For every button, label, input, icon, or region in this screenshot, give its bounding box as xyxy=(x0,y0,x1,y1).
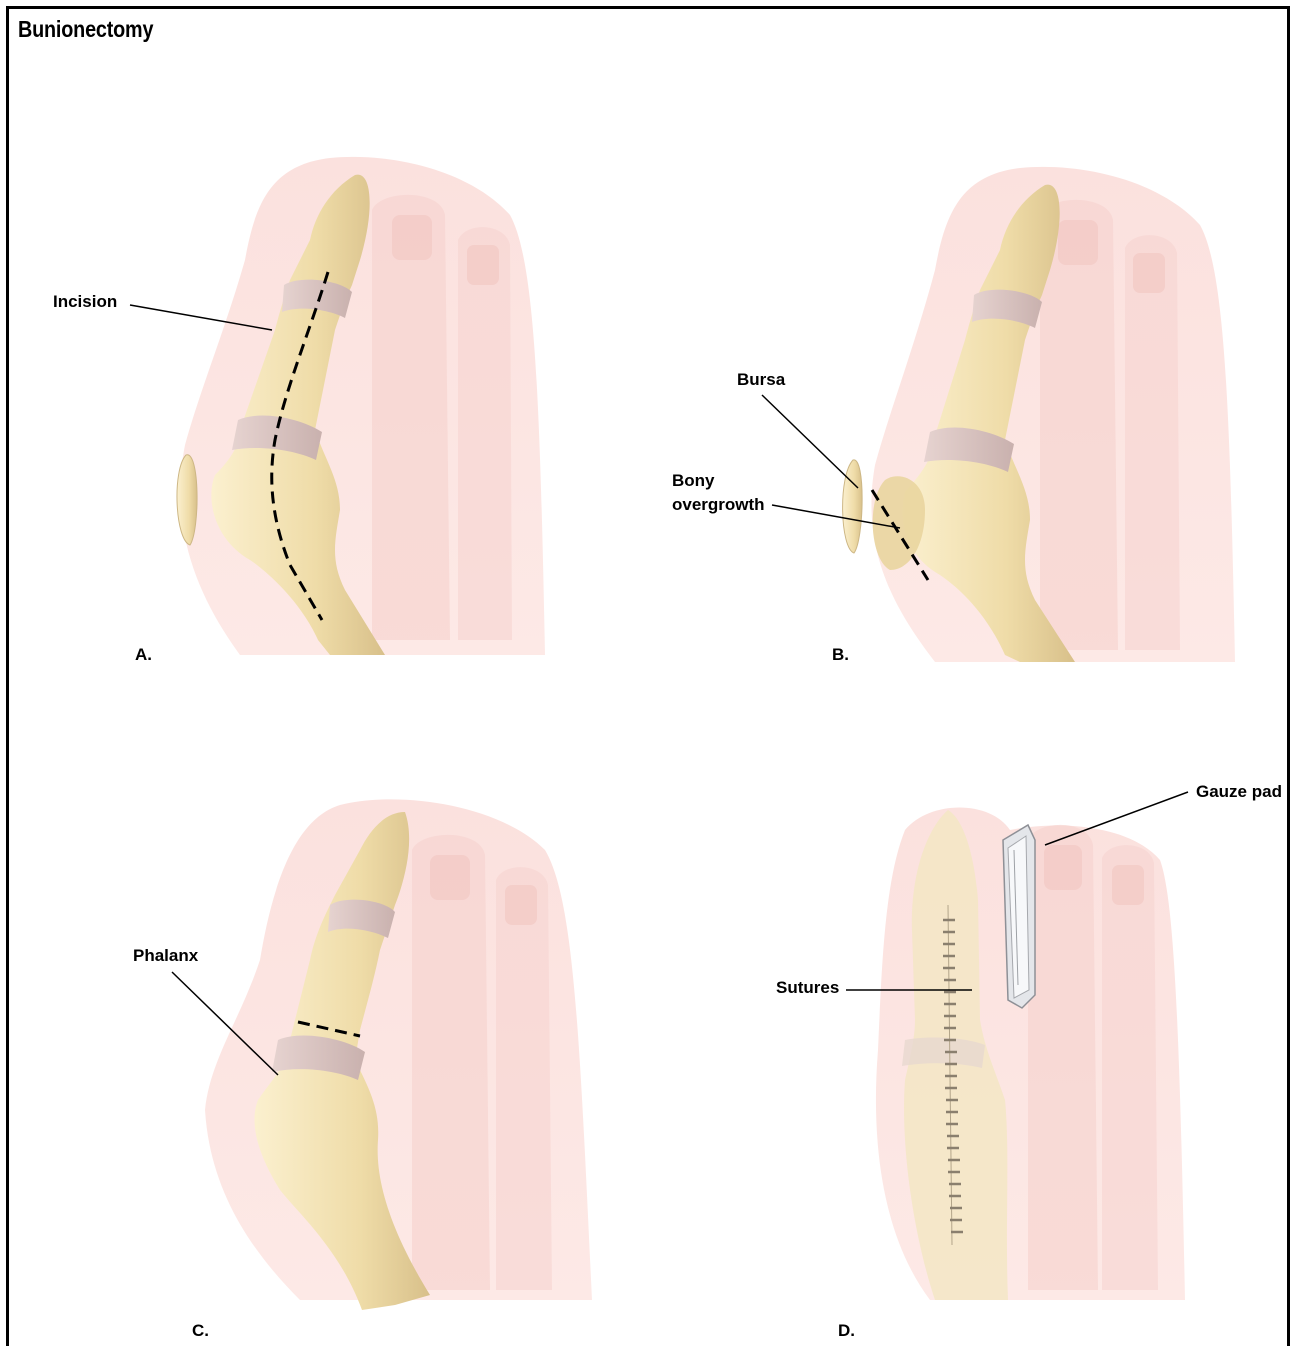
panel-b-bursa xyxy=(843,460,863,553)
panel-b: Bursa Bony overgrowth B. xyxy=(672,167,1235,664)
panel-d-toe-3 xyxy=(1102,845,1158,1290)
panel-b-toe-3 xyxy=(1125,235,1180,650)
panel-d-sutures-label: Sutures xyxy=(776,978,839,997)
panel-b-bursa-label: Bursa xyxy=(737,370,786,389)
panel-a-toenail-2 xyxy=(392,215,432,260)
panel-c: Phalanx C. xyxy=(133,799,592,1340)
panel-c-toenail-2 xyxy=(430,855,470,900)
panel-c-toe-3 xyxy=(496,867,552,1290)
panel-b-bursa-leader xyxy=(762,395,858,488)
panel-b-toe-2 xyxy=(1040,200,1118,650)
panel-a-toe-2 xyxy=(372,195,450,640)
panel-b-overgrowth-label: Bony overgrowth xyxy=(672,471,765,514)
panel-a: Incision A. xyxy=(53,157,545,664)
panel-d: Sutures Gauze pad D. xyxy=(776,782,1282,1340)
panel-b-toenail-2 xyxy=(1058,220,1098,265)
panel-a-letter: A. xyxy=(135,645,152,664)
panel-d-toenail-2 xyxy=(1044,845,1082,890)
panel-d-toe-2 xyxy=(1028,825,1098,1290)
panel-c-phalanx-label: Phalanx xyxy=(133,946,199,965)
panel-c-toe-2 xyxy=(412,835,490,1290)
panel-b-letter: B. xyxy=(832,645,849,664)
panel-d-letter: D. xyxy=(838,1321,855,1340)
panel-d-gauze-label: Gauze pad xyxy=(1196,782,1282,801)
panel-a-toenail-3 xyxy=(467,245,499,285)
panel-a-toe-3 xyxy=(458,227,512,640)
panel-d-gauze-pad xyxy=(1003,825,1035,1008)
panel-a-bursa xyxy=(177,455,197,545)
panel-c-toenail-3 xyxy=(505,885,537,925)
panel-c-letter: C. xyxy=(192,1321,209,1340)
panel-a-incision-label: Incision xyxy=(53,292,117,311)
panel-d-toenail-3 xyxy=(1112,865,1144,905)
panel-b-toenail-3 xyxy=(1133,253,1165,293)
